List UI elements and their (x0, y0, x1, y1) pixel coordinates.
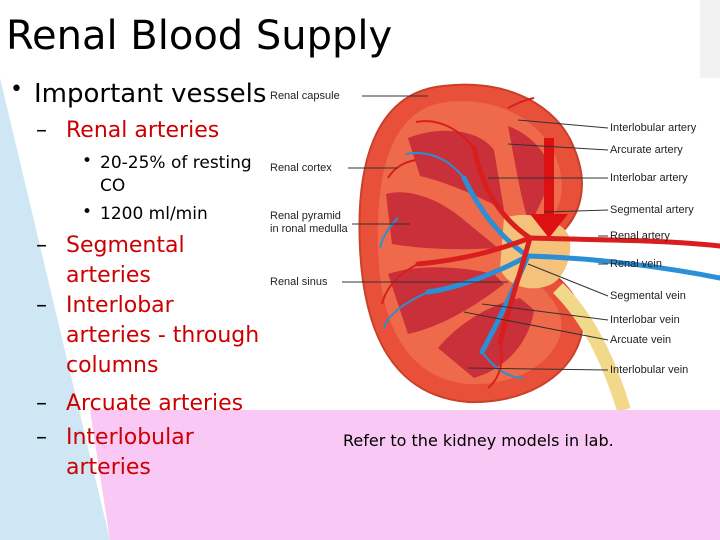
bottom-pink-band (90, 410, 720, 540)
item-line-2: arteries - through (66, 323, 260, 348)
renal-pyramids (386, 126, 552, 378)
dash: – (36, 391, 47, 416)
label-renal-vein: Renal vein (610, 258, 662, 270)
slide-title: Renal Blood Supply (6, 13, 393, 59)
top-right-band (700, 0, 720, 80)
label-segmental-vein: Segmental vein (610, 290, 686, 302)
item-line-1: Segmental (66, 233, 185, 258)
kidney-diagram: Renal capsule Renal cortex Renal pyramid… (268, 78, 720, 410)
label-renal-sinus: Renal sinus (270, 276, 328, 288)
pointer-arrow (530, 138, 568, 238)
item-text: Renal arteries (66, 118, 220, 143)
item-line-3: columns (66, 353, 159, 378)
subitem-line-1: 20-25% of resting (100, 153, 252, 173)
bullet-heading: Important vessels (34, 79, 267, 109)
label-interlobar-artery: Interlobar artery (610, 172, 688, 184)
arteries (415, 145, 720, 345)
label-renal-artery: Renal artery (610, 230, 670, 242)
item-interlobular-arteries: – Interlobular arteries (36, 423, 194, 483)
lab-note: Refer to the kidney models in lab. (343, 431, 614, 450)
subitem-ml-min: • 1200 ml/min (82, 202, 208, 226)
sub-bullet-dot: • (82, 202, 93, 222)
subitem-line-1: 1200 ml/min (100, 204, 208, 224)
dash: – (36, 118, 47, 143)
ureter (553, 283, 631, 410)
label-arcuate-vein: Arcuate vein (610, 334, 672, 346)
label-interlobular-artery: Interlobular artery (610, 122, 697, 134)
kidney-illustration (342, 83, 720, 410)
sub-bullet-dot: • (82, 151, 93, 171)
item-arcuate-arteries: – Arcuate arteries (36, 389, 244, 419)
renal-sinus (500, 214, 571, 289)
item-text: Arcuate arteries (66, 391, 244, 416)
label-interlobar-vein: Interlobar vein (610, 314, 680, 326)
left-blue-wedge (0, 78, 110, 540)
item-line-1: Interlobar (66, 293, 174, 318)
leader-lines-right (463, 119, 609, 371)
subitem-resting-co: • 20-25% of resting CO (82, 151, 252, 198)
item-line-2: arteries (66, 455, 151, 480)
label-arcurate-artery: Arcurate artery (610, 144, 683, 156)
label-segmental-artery: Segmental artery (610, 204, 694, 216)
leader-lines-left (342, 95, 508, 283)
dash: – (36, 425, 47, 450)
label-renal-capsule: Renal capsule (270, 90, 340, 102)
small-veins (379, 152, 525, 379)
item-interlobar-arteries: – Interlobar arteries - through columns (36, 291, 260, 381)
item-renal-arteries: – Renal arteries (36, 116, 220, 146)
bullet-dot: • (10, 77, 23, 102)
item-line-2: arteries (66, 263, 151, 288)
label-renal-pyramid: Renal pyramid (270, 210, 341, 222)
item-segmental-arteries: – Segmental arteries (36, 231, 185, 291)
dash: – (36, 293, 47, 318)
label-renal-medulla: in ronal medulla (270, 223, 348, 235)
item-line-1: Interlobular (66, 425, 194, 450)
subitem-line-2: CO (100, 176, 126, 196)
label-renal-cortex: Renal cortex (270, 162, 332, 174)
label-interlobular-vein: Interlobular vein (610, 364, 689, 376)
dash: – (36, 233, 47, 258)
